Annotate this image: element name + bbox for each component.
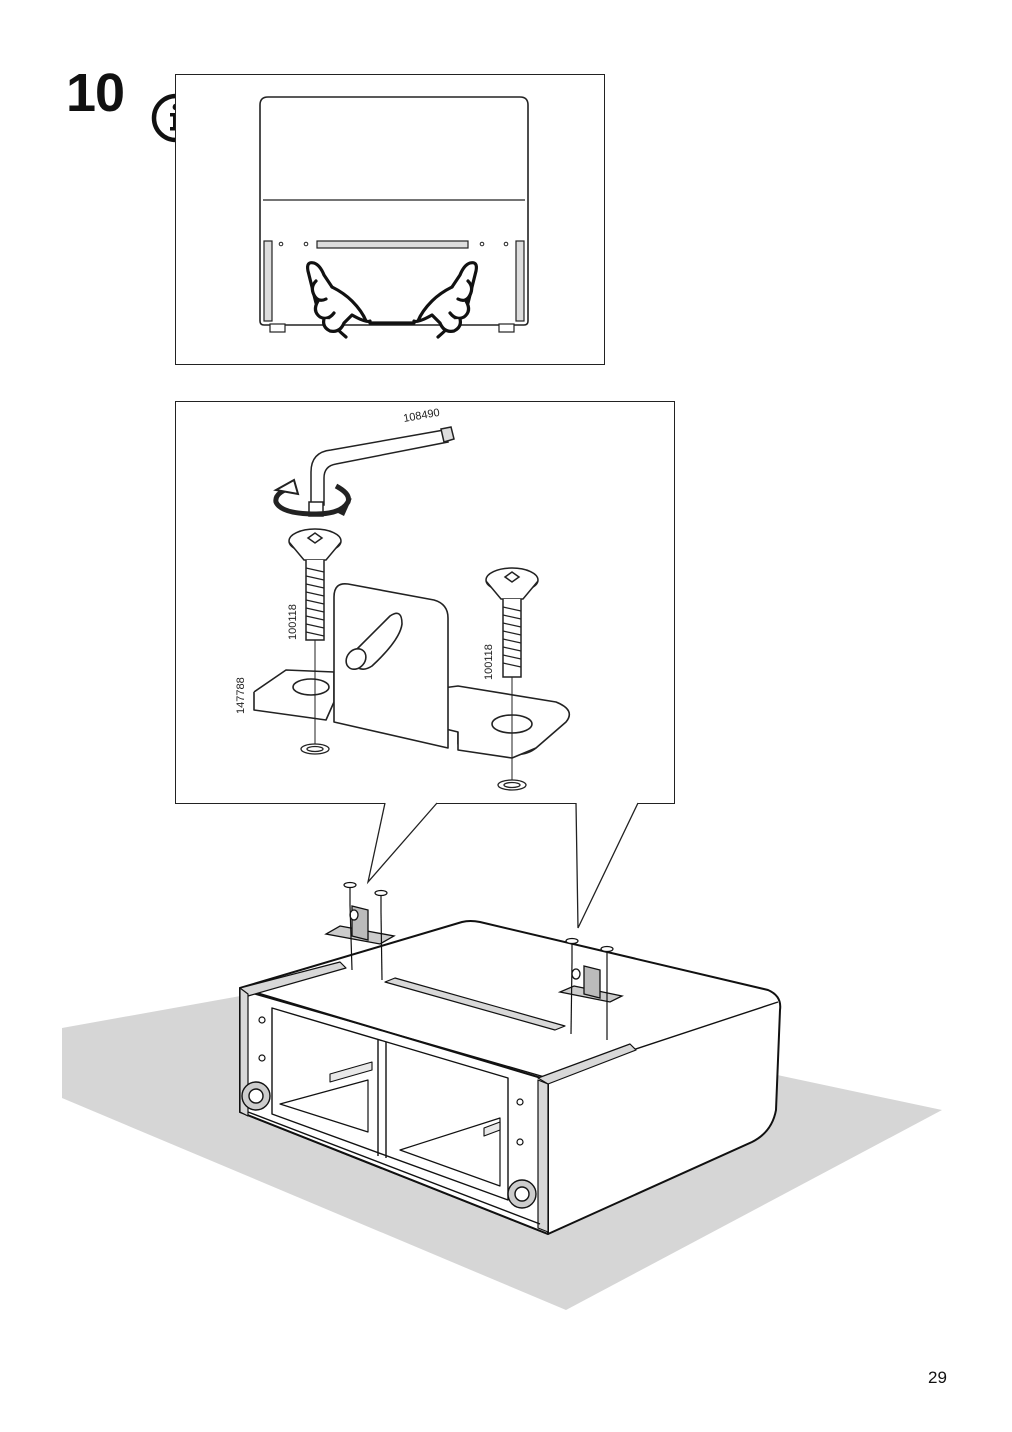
screw-small-icon [343, 881, 614, 1040]
screw-left-icon [288, 528, 342, 641]
page-number: 29 [928, 1368, 947, 1387]
screw-right-icon [485, 567, 539, 678]
sofa-base [239, 920, 782, 1235]
bracket-small-left-icon [324, 905, 396, 945]
bracket-icon [253, 582, 571, 759]
step-number: 10 [66, 63, 125, 123]
hole-icon [300, 743, 527, 791]
rotate-arrow-icon [273, 478, 352, 517]
bracket-detail-illustration: 108490 100118 100118 [235, 407, 571, 791]
hands-press-illustration [259, 96, 529, 339]
info-panel [175, 74, 605, 365]
screw-left-part-number: 100118 [287, 604, 299, 640]
bracket-part-number: 147788 [235, 677, 247, 714]
detail-panel: 108490 100118 100118 [175, 401, 675, 804]
screw-right-part-number: 100118 [483, 644, 495, 680]
right-hand-icon [412, 261, 478, 339]
left-hand-icon [306, 261, 416, 339]
